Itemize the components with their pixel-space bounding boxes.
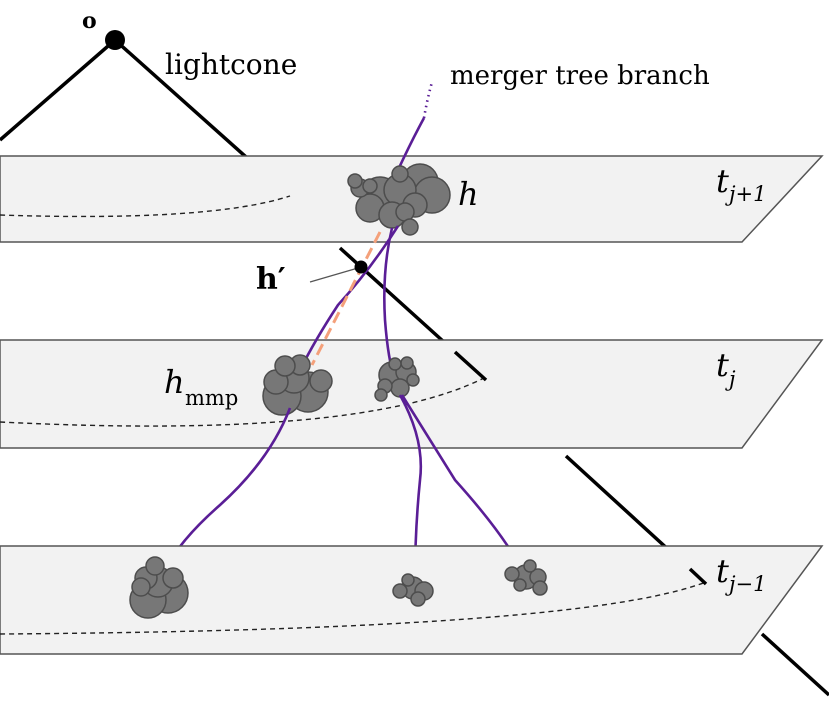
merger-tree-branch-label: merger tree branch [450,61,710,91]
h-prime-point [354,260,368,274]
halo-progenitor-middle [392,573,434,607]
lightcone-right-edge-prev-visible [688,567,708,586]
halo-mmp-label-sub: mmp [185,386,238,410]
merger-branch-dotted-continuation [422,81,434,119]
interpolation-dashed-line [310,231,382,366]
halo-h-label: h [458,175,479,213]
time-label-next: t j+1 [716,162,766,206]
lightcone-right-edge-bottom [760,632,829,697]
lightcone-label: lightcone [165,48,297,81]
time-label-now: t j [716,346,736,391]
halo-progenitor-left [129,556,189,619]
time-label-now-base: t [716,346,729,384]
halo-secondary-cluster [374,356,420,402]
time-label-prev-base: t [716,552,729,590]
lightcone-intersection-now [0,377,485,427]
time-label-now-sub: j [725,367,736,391]
halo-prime-label: h′ [256,262,286,297]
merger-branch-to-hmmp [298,225,400,371]
time-label-next-base: t [716,162,729,200]
halo-mmp-label: h mmp [164,363,238,410]
merger-branch-secondary-to-right [400,394,522,567]
h-prime-leader-line [309,267,359,283]
halo-mmp-label-base: h [164,363,185,401]
halo-hmmp-cluster [262,354,333,416]
time-slice-plane-now [0,339,824,449]
observer-point [105,30,125,50]
lightcone-left-edge [0,38,117,142]
lightcone-intersection-prev [0,581,707,635]
halo-h-cluster [347,163,451,236]
lightcone-right-edge-now-visible [453,350,488,382]
merger-branch-upper [396,117,426,171]
time-label-next-sub: j+1 [725,182,766,206]
time-label-prev: t j−1 [716,552,766,596]
time-label-prev-sub: j−1 [725,572,766,596]
observer-label: o [82,8,97,34]
halo-progenitor-right [504,559,548,596]
